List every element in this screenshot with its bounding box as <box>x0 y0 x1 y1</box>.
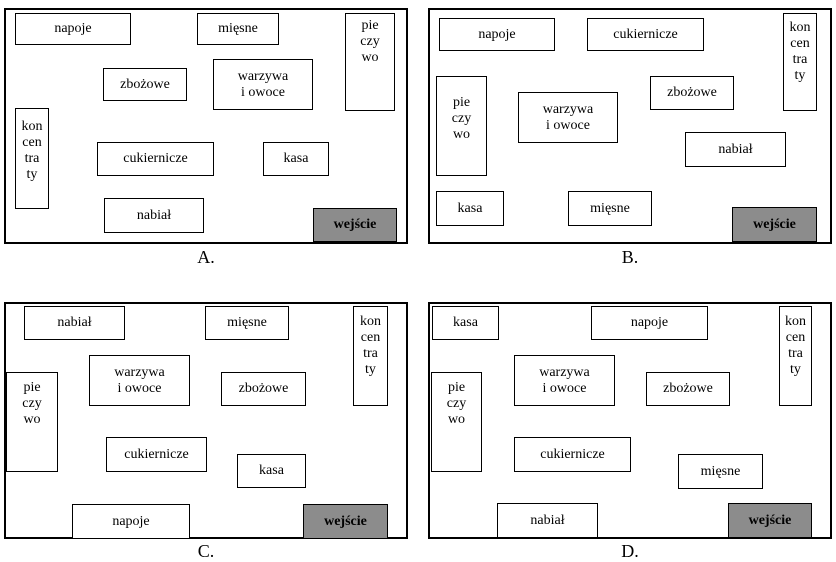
section-cukiernicze: cukiernicze <box>97 142 214 176</box>
section-cukiernicze: cukiernicze <box>106 437 207 472</box>
section-kasa: kasa <box>432 306 499 340</box>
section-miesne: mięsne <box>205 306 289 340</box>
section-pieczywo: pie czy wo <box>431 372 482 472</box>
store-layout-b: napoje cukiernicze kon cen tra ty pie cz… <box>428 8 832 244</box>
section-warzywa: warzywa i owoce <box>518 92 618 143</box>
section-zbozowe: zbożowe <box>221 372 306 406</box>
caption-d: D. <box>621 541 639 561</box>
section-napoje: napoje <box>15 13 131 45</box>
section-miesne: mięsne <box>197 13 279 45</box>
section-zbozowe: zbożowe <box>650 76 734 110</box>
section-koncentraty: kon cen tra ty <box>15 108 49 209</box>
section-warzywa: warzywa i owoce <box>514 355 615 406</box>
entrance: wejście <box>732 207 817 242</box>
caption-c: C. <box>197 541 215 561</box>
section-kasa: kasa <box>436 191 504 226</box>
section-kasa: kasa <box>263 142 329 176</box>
section-cukiernicze: cukiernicze <box>514 437 631 472</box>
section-koncentraty: kon cen tra ty <box>783 13 817 111</box>
section-napoje: napoje <box>439 18 555 51</box>
section-zbozowe: zbożowe <box>103 68 187 101</box>
section-napoje: napoje <box>591 306 708 340</box>
section-miesne: mięsne <box>678 454 763 489</box>
section-koncentraty: kon cen tra ty <box>779 306 812 406</box>
section-napoje: napoje <box>72 504 190 539</box>
section-cukiernicze: cukiernicze <box>587 18 704 51</box>
section-nabial: nabiał <box>104 198 204 233</box>
section-nabial: nabiał <box>497 503 598 538</box>
entrance: wejście <box>728 503 812 538</box>
section-nabial: nabiał <box>685 132 786 167</box>
store-layout-a: napoje mięsne pie czy wo zbożowe warzywa… <box>4 8 408 244</box>
section-miesne: mięsne <box>568 191 652 226</box>
section-pieczywo: pie czy wo <box>6 372 58 472</box>
store-layout-d: kasa napoje kon cen tra ty warzywa i owo… <box>428 302 832 539</box>
section-zbozowe: zbożowe <box>646 372 730 406</box>
store-layout-c: nabiał mięsne kon cen tra ty warzywa i o… <box>4 302 408 539</box>
section-nabial: nabiał <box>24 306 125 340</box>
caption-b: B. <box>621 247 639 267</box>
section-warzywa: warzywa i owoce <box>89 355 190 406</box>
entrance: wejście <box>313 208 397 242</box>
section-kasa: kasa <box>237 454 306 488</box>
entrance: wejście <box>303 504 388 539</box>
section-warzywa: warzywa i owoce <box>213 59 313 110</box>
section-pieczywo: pie czy wo <box>345 13 395 111</box>
section-pieczywo: pie czy wo <box>436 76 487 176</box>
section-koncentraty: kon cen tra ty <box>353 306 388 406</box>
caption-a: A. <box>197 247 215 267</box>
